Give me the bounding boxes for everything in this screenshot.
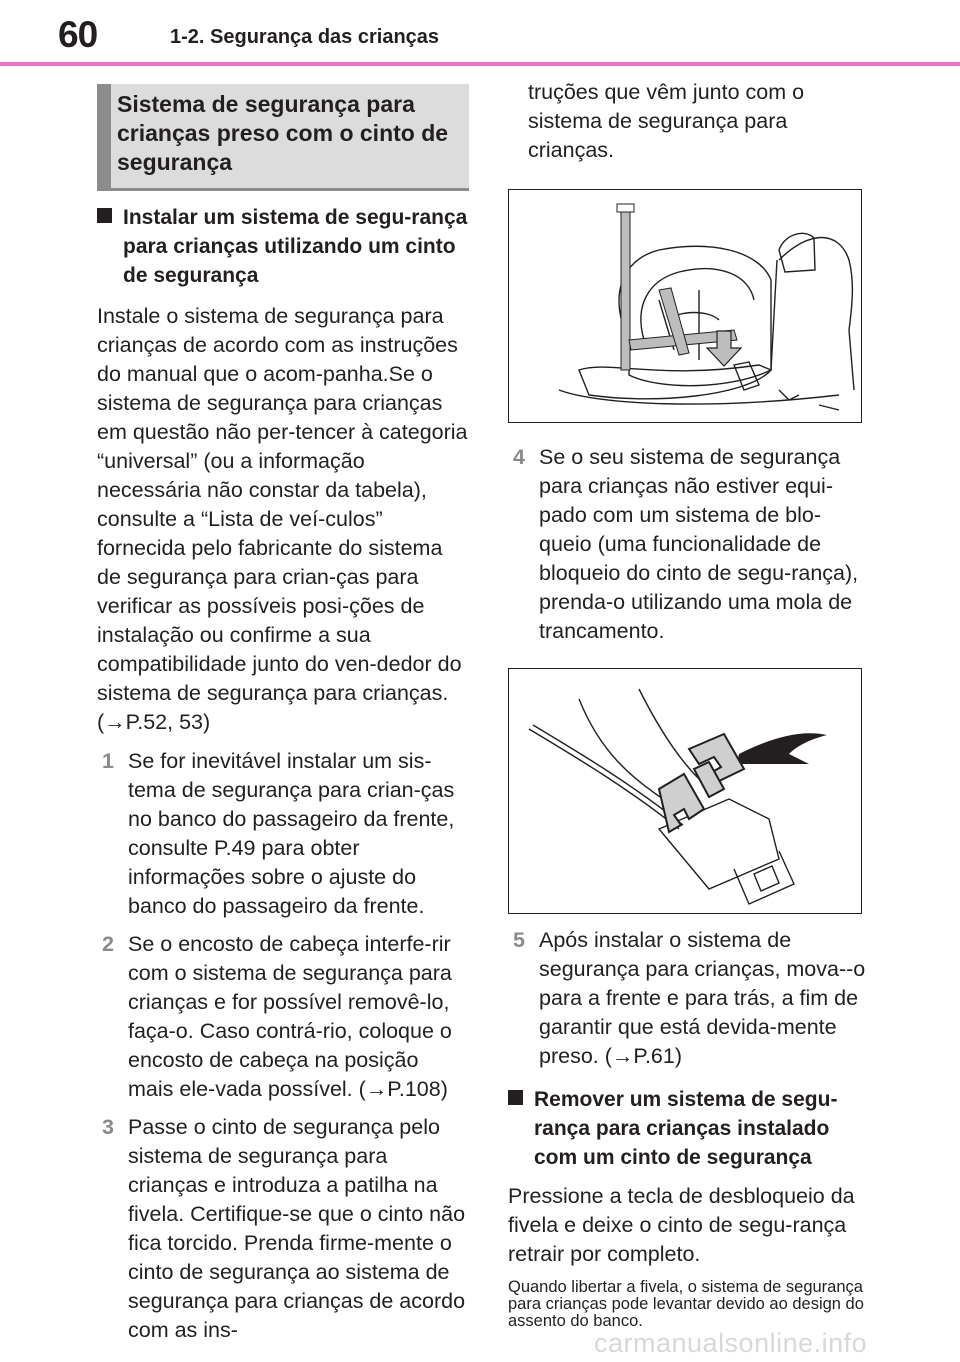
step-number: 4: [513, 445, 525, 469]
right-column: truções que vêm junto com o sistema de s…: [508, 78, 870, 1330]
step-number: 1: [102, 749, 114, 773]
remove-heading: Remover um sistema de segu-rança para cr…: [508, 1085, 870, 1172]
step-4: 4 Se o seu sistema de segurança para cri…: [508, 443, 870, 646]
step-text: Após instalar o sistema de segurança par…: [539, 928, 866, 1068]
install-heading: Instalar um sistema de segu-rança para c…: [97, 203, 469, 290]
page-number: 60: [58, 14, 98, 55]
step-2: 2 Se o encosto de cabeça interfe-rir com…: [97, 930, 469, 1104]
install-intro: Instale o sistema de segurança para cria…: [97, 304, 468, 734]
section-title: 1-2. Segurança das crianças: [170, 26, 440, 48]
step-3-continued: truções que vêm junto com o sistema de s…: [528, 80, 805, 162]
child-seat-drawing: [558, 203, 855, 411]
install-heading-text: Instalar um sistema de segu-rança para c…: [123, 206, 468, 287]
remove-text: Pressione a tecla de desbloqueio da five…: [508, 1184, 855, 1266]
step-number: 5: [513, 928, 525, 952]
watermark: carmanualsonline.info: [594, 1328, 868, 1358]
step-1: 1 Se for inevitável instalar um sis-tema…: [97, 747, 469, 921]
locking-clip-drawing: [528, 688, 827, 905]
child-seat-illustration: [508, 189, 862, 423]
square-bullet-icon: [97, 208, 112, 223]
step-text: Se o seu sistema de segurança para crian…: [539, 445, 859, 643]
header-rule: [0, 62, 960, 66]
left-column: Sistema de segurança para crianças preso…: [97, 84, 469, 1354]
remove-note: Quando libertar a fivela, o sistema de s…: [508, 1278, 864, 1330]
step-text: Se for inevitável instalar um sis-tema d…: [128, 749, 455, 918]
step-text: Passe o cinto de segurança pelo sistema …: [128, 1115, 466, 1342]
step-3: 3 Passe o cinto de segurança pelo sistem…: [97, 1113, 469, 1345]
square-bullet-icon: [508, 1090, 523, 1105]
box-heading: Sistema de segurança para crianças preso…: [97, 84, 469, 191]
step-5: 5 Após instalar o sistema de segurança p…: [508, 926, 870, 1071]
step-text: Se o encosto de cabeça interfe-rir com o…: [128, 932, 452, 1101]
step-number: 2: [102, 932, 114, 956]
remove-heading-text: Remover um sistema de segu-rança para cr…: [534, 1088, 838, 1169]
step-number: 3: [102, 1115, 114, 1139]
locking-clip-illustration: [508, 668, 862, 914]
